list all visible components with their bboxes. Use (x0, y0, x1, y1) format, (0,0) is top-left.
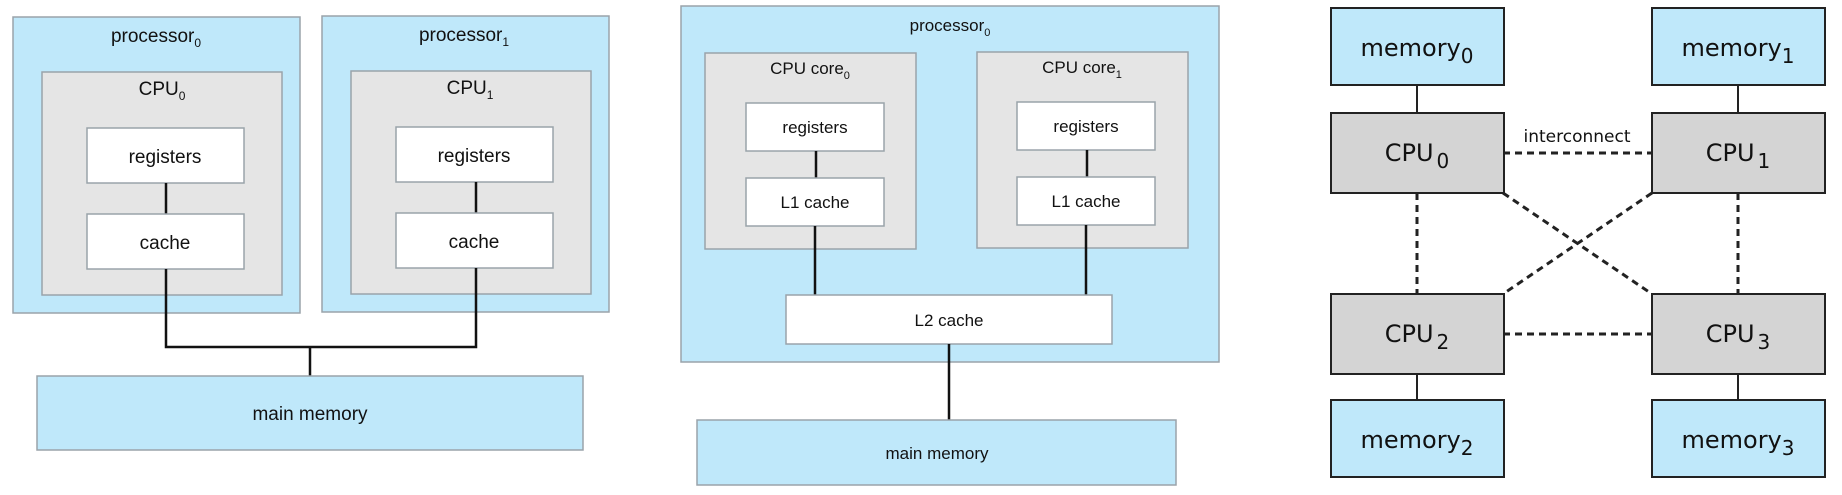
mc-core1-label: CPU core1 (1042, 58, 1122, 81)
numa-link-cpu1-cpu2 (1502, 191, 1653, 296)
smp-registers1-label: registers (438, 146, 511, 167)
smp-registers0-box (86, 127, 245, 184)
smp-registers0-label: registers (129, 147, 202, 168)
numa-memory3-label: memory3 (1681, 426, 1794, 460)
numa-memory2-label: memory2 (1360, 426, 1473, 460)
mc-processor-label: processor0 (910, 16, 991, 39)
numa-memory0-box (1330, 7, 1505, 86)
mc-l1-0-label: L1 cache (781, 193, 850, 212)
smp-main-memory-label: main memory (252, 404, 368, 425)
mc-core0-label: CPU core0 (770, 59, 850, 82)
mc-l1-1-label: L1 cache (1052, 192, 1121, 211)
smp-bus-line (164, 268, 478, 349)
mc-l2-label: L2 cache (915, 311, 984, 330)
numa-cpu3-box (1651, 293, 1826, 375)
mc-l1-1-box (1016, 176, 1156, 226)
smp-processor1-label: processor1 (419, 25, 509, 49)
numa-cpu1-box (1651, 112, 1826, 194)
numa-memory3-box (1651, 399, 1826, 478)
mc-registers1-label: registers (1053, 117, 1118, 136)
smp-cpu0-label: CPU0 (139, 79, 186, 103)
numa-memory1-label: memory1 (1681, 34, 1794, 68)
smp-cpu1-label: CPU1 (447, 78, 494, 102)
mc-registers0-label: registers (782, 118, 847, 137)
mc-main-memory-box (696, 419, 1177, 486)
smp-registers1-box (395, 126, 554, 183)
mc-registers1-box (1016, 101, 1156, 151)
numa-interconnect-label: interconnect (1523, 127, 1630, 147)
smp-cache1-box (395, 212, 554, 269)
smp-cache1-label: cache (449, 232, 500, 253)
numa-diagram: interconnect memory0 memory1 memory2 mem… (1330, 7, 1826, 478)
mc-l1-0-box (745, 177, 885, 227)
smp-main-memory-box (36, 375, 584, 451)
numa-cpu0-box (1330, 112, 1505, 194)
numa-memory2-box (1330, 399, 1505, 478)
smp-diagram: processor0 CPU0 registers cache processo… (12, 15, 610, 451)
multicore-diagram: processor0 CPU core0 registers L1 cache … (680, 5, 1220, 486)
numa-cpu2-box (1330, 293, 1505, 375)
smp-cache0-label: cache (140, 233, 191, 254)
numa-memory1-box (1651, 7, 1826, 86)
numa-memory0-label: memory0 (1360, 34, 1473, 68)
mc-main-memory-label: main memory (886, 444, 989, 463)
smp-cache0-box (86, 213, 245, 270)
smp-processor0-label: processor0 (111, 26, 201, 50)
